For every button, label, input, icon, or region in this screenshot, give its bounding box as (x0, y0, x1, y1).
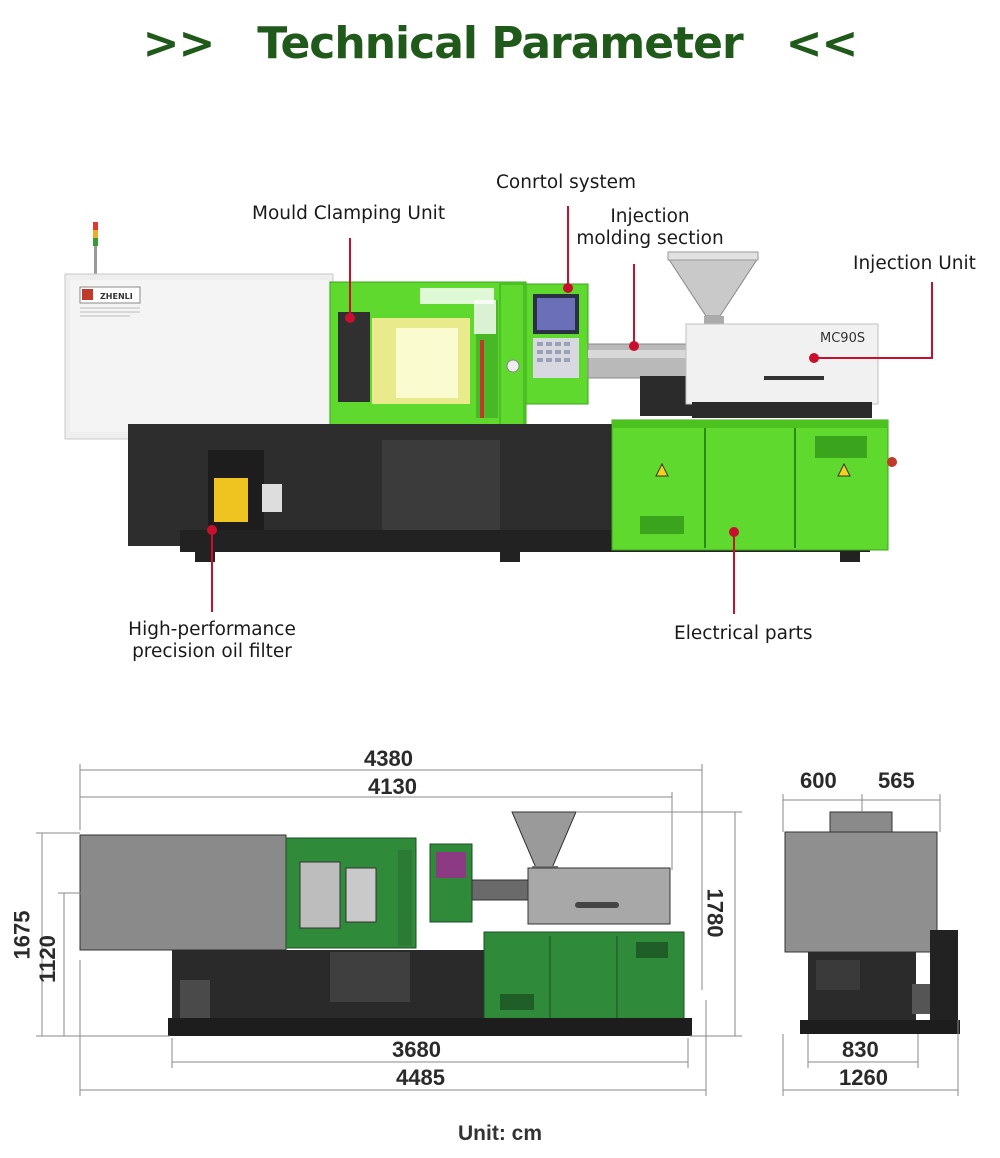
signal-tower-icon (93, 222, 98, 274)
callout-oil-filter: High-performance precision oil filter (110, 619, 314, 663)
base-frame (128, 424, 615, 546)
brand-plate: ZHENLI (79, 286, 141, 304)
warning-icon (655, 462, 669, 477)
emergency-stop-icon (887, 457, 897, 467)
side-elevation-drawing (784, 811, 960, 1034)
dim-side-bottom-outer: 1260 (839, 1065, 888, 1090)
dim-side-right: 565 (878, 768, 915, 793)
dim-top-inner: 4130 (368, 774, 417, 799)
model-label: MC90S (820, 331, 865, 346)
dim-bottom-overall: 4485 (396, 1065, 445, 1090)
dimension-lines (36, 764, 959, 1096)
dim-left-inner: 1120 (34, 935, 60, 983)
unit-label: Unit: cm (458, 1122, 542, 1145)
dim-side-bottom-inner: 830 (842, 1037, 879, 1062)
warning-icon (837, 462, 851, 477)
injection-unit-housing (685, 323, 879, 405)
callout-mould-clamping-unit: Mould Clamping Unit (252, 203, 446, 224)
callout-dots (207, 283, 819, 537)
callout-injection-unit: Injection Unit (853, 253, 976, 274)
page-title: >> Technical Parameter << (142, 18, 859, 69)
callout-injection-molding-line1: Injection (610, 206, 690, 227)
front-elevation-drawing (79, 811, 692, 1036)
dim-side-left: 600 (800, 768, 837, 793)
brand-label: ZHENLI (100, 292, 133, 301)
callout-oil-filter-line2: precision oil filter (132, 641, 292, 662)
pressure-gauge-icon (506, 359, 520, 373)
callout-lines (211, 206, 933, 614)
callout-injection-molding-line2: molding section (576, 228, 724, 249)
dim-bottom-inner: 3680 (392, 1037, 441, 1062)
callout-oil-filter-line1: High-performance (128, 619, 296, 640)
callout-control-system: Conrtol system (496, 172, 637, 193)
dim-right-height: 1780 (702, 888, 728, 938)
injection-barrel (587, 343, 689, 379)
dim-left-outer: 1675 (9, 910, 35, 960)
dim-top-overall: 4380 (364, 746, 413, 771)
callout-electrical-parts: Electrical parts (674, 623, 813, 644)
callout-injection-molding-section: Injection molding section (568, 206, 732, 250)
